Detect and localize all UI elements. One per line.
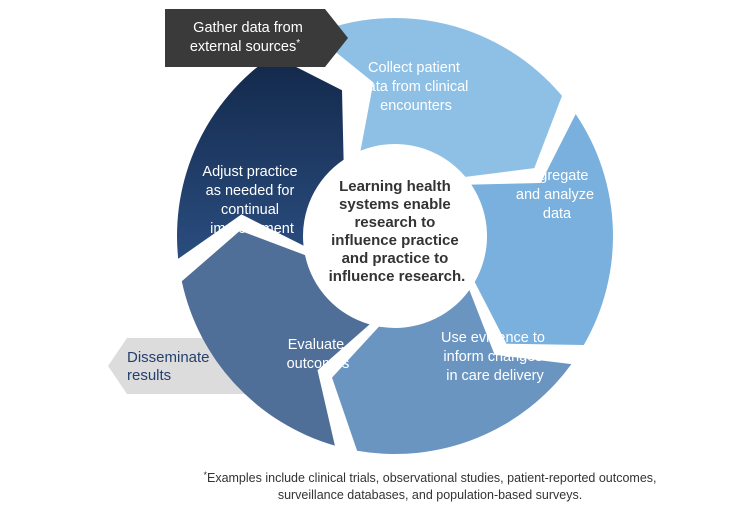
gather-label: Gather data from external sources* (190, 20, 307, 55)
footnote: *Examples include clinical trials, obser… (150, 467, 710, 504)
center-statement: Learning health systems enable research … (329, 178, 466, 285)
evidence-line-3: in care delivery (446, 368, 544, 384)
aggregate-label: Aggregate and analyze data (516, 168, 598, 222)
cycle-ring (177, 18, 613, 455)
evidence-label: Use evidence to inform changes in care d… (441, 330, 549, 384)
adjust-line-4: improvement (210, 221, 294, 237)
evaluate-line-1: Evaluate (288, 337, 344, 353)
collect-label: Collect patient data from clinical encou… (360, 60, 473, 114)
aggregate-line-3: data (543, 206, 572, 222)
evaluate-label: Evaluate outcomes (287, 337, 350, 372)
footnote-text-1: Examples include clinical trials, observ… (206, 471, 657, 485)
segment-evaluate-outcomes (181, 230, 370, 446)
footnote-line-1: *Examples include clinical trials, obser… (150, 467, 710, 487)
center-line-6: influence research. (329, 268, 466, 285)
disseminate-label-line-2: results (127, 367, 171, 384)
evidence-line-2: inform changes (443, 349, 542, 365)
collect-line-3: encounters (380, 98, 452, 114)
adjust-label: Adjust practice as needed for continual … (202, 164, 301, 237)
gather-line-2: external sources (190, 39, 296, 55)
adjust-line-1: Adjust practice (202, 164, 297, 180)
collect-line-2: data from clinical (360, 79, 469, 95)
disseminate-label: Disseminate results (127, 349, 214, 384)
center-disk (310, 151, 480, 321)
disseminate-label-line-1: Disseminate (127, 349, 210, 366)
adjust-line-2: as needed for (206, 183, 295, 199)
segment-adjust-practice (177, 55, 344, 259)
center-line-3: research to (354, 214, 435, 231)
footnote-line-2: surveillance databases, and population-b… (277, 488, 583, 502)
aggregate-line-2: and analyze (516, 187, 594, 203)
segment-collect-patient-data (313, 18, 562, 177)
gather-arrow-shape (165, 9, 348, 67)
center-line-5: and practice to (342, 250, 449, 267)
adjust-line-3: continual (221, 202, 279, 218)
gather-data-arrow: Gather data from external sources* (165, 9, 348, 67)
segment-use-evidence (332, 290, 572, 455)
center-line-1: Learning health (339, 178, 451, 195)
gather-asterisk: * (296, 38, 300, 49)
evidence-line-1: Use evidence to (441, 330, 545, 346)
gather-line-1: Gather data from (193, 20, 303, 36)
center-line-2: systems enable (339, 196, 451, 213)
collect-line-1: Collect patient (368, 60, 460, 76)
aggregate-line-1: Aggregate (522, 168, 589, 184)
evaluate-line-2: outcomes (287, 356, 350, 372)
segment-aggregate-analyze (471, 114, 613, 345)
center-line-4: influence practice (331, 232, 459, 249)
footnote-asterisk: * (203, 470, 207, 480)
